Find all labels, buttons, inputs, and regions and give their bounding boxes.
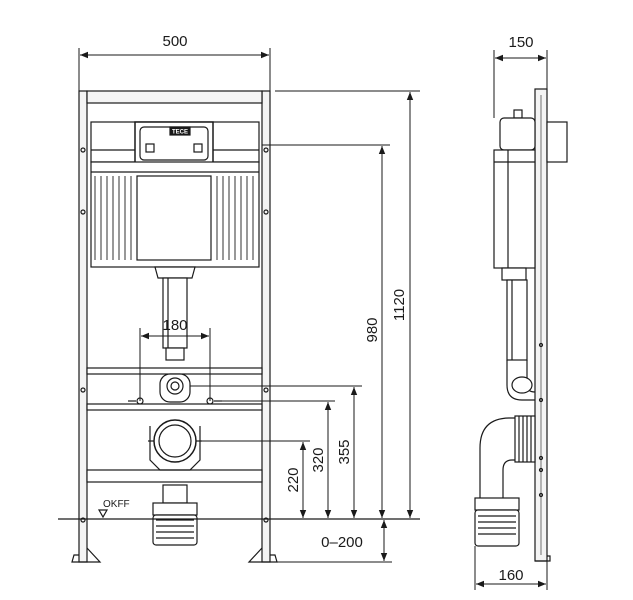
logo-badge — [169, 126, 191, 136]
cistern-valve-side — [499, 117, 536, 151]
floor-level — [58, 509, 420, 520]
dim-frame-height: 1120 — [391, 289, 408, 321]
left-rail — [78, 90, 88, 563]
dimension-lines — [78, 48, 420, 563]
dim-front-width: 500 — [162, 33, 187, 50]
cistern-tank — [90, 161, 260, 268]
cistern-ribs-right — [216, 176, 254, 260]
foot-left — [71, 554, 79, 563]
cistern-side — [493, 149, 536, 269]
dim-cistern-height: 980 — [364, 317, 381, 342]
side-flush-pipe — [506, 279, 528, 361]
flush-pipe — [162, 277, 188, 349]
dim-pipe-offset: 160 — [498, 567, 523, 584]
side-view — [474, 88, 568, 562]
dim-drain-spacing: 180 — [162, 317, 187, 334]
side-dimension-lines — [474, 50, 548, 590]
pipe-outlet — [154, 266, 196, 279]
dim-bottom-pipe-height: 220 — [285, 467, 302, 492]
side-drain-elbow — [479, 417, 535, 498]
front-view: TECE — [71, 90, 278, 563]
floor-label: OKFF — [103, 499, 130, 510]
top-bar — [86, 90, 263, 104]
dim-drain-height: 355 — [336, 439, 353, 464]
cistern-ribs-left — [94, 176, 132, 260]
drain-socket — [152, 502, 198, 516]
cistern-front-panel — [136, 175, 212, 261]
crossbar-upper — [86, 367, 263, 375]
dim-foot-adjust: 0–200 — [321, 534, 363, 551]
crossbar-mid — [86, 403, 263, 411]
drain-elbow — [153, 419, 197, 463]
rail-hole — [80, 147, 86, 153]
dim-pipe-center-height: 320 — [310, 447, 327, 472]
foot-right — [270, 554, 278, 563]
crossbar-lower — [86, 469, 263, 483]
dim-side-depth: 150 — [508, 34, 533, 51]
side-pipe-bend — [506, 360, 535, 401]
logo-text: TECE — [172, 130, 188, 136]
right-rail — [261, 90, 271, 563]
